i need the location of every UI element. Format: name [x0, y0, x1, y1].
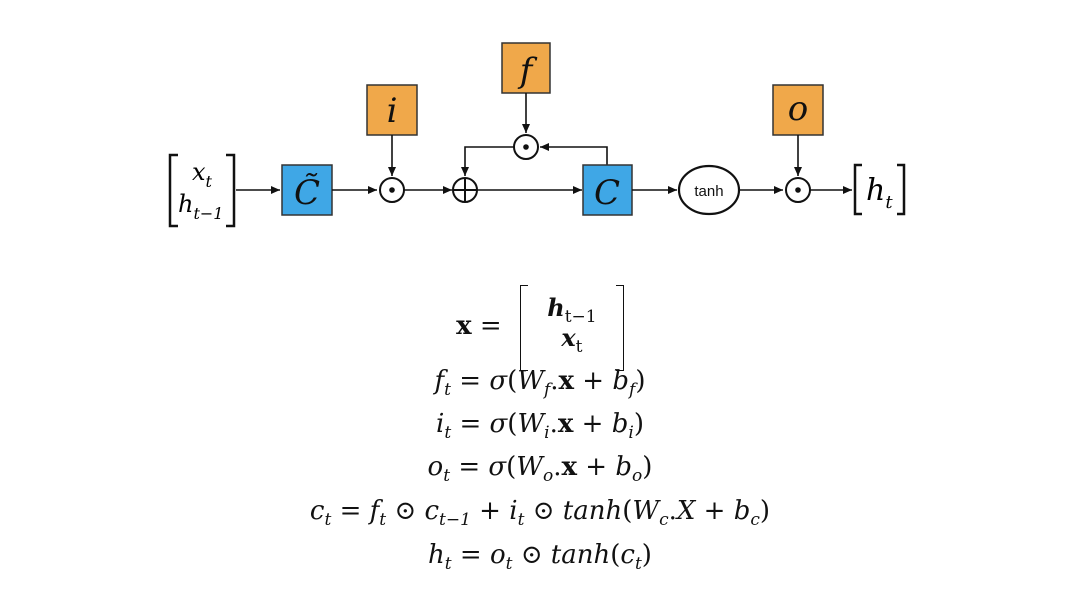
candidate-label: C̃ [294, 173, 320, 213]
input-x: xt [192, 158, 213, 191]
hadamard-op-o [785, 177, 811, 203]
input-h: ht−1 [178, 190, 223, 223]
output-gate-box: o [772, 84, 824, 136]
output-vector: ht [853, 163, 906, 216]
output-label: ht [866, 173, 893, 213]
tanh-label: tanh [694, 183, 723, 200]
input-gate-box: i [366, 84, 418, 136]
hadamard-op-f [513, 134, 539, 160]
cell-state-box: C [582, 164, 633, 216]
cell-state-label: C [594, 173, 620, 213]
tanh-node: tanh [677, 164, 741, 216]
input-gate-label: i [387, 91, 398, 131]
arrow-mult-f-to-add [461, 146, 514, 176]
input-vector: xt ht−1 [168, 153, 236, 228]
output-gate-label: o [788, 89, 808, 129]
forget-gate-box: f [501, 42, 551, 94]
hadamard-op-i [379, 177, 405, 203]
add-op [452, 177, 478, 203]
arrow-cell-feedback [540, 143, 608, 165]
candidate-box: C̃ [281, 164, 333, 216]
